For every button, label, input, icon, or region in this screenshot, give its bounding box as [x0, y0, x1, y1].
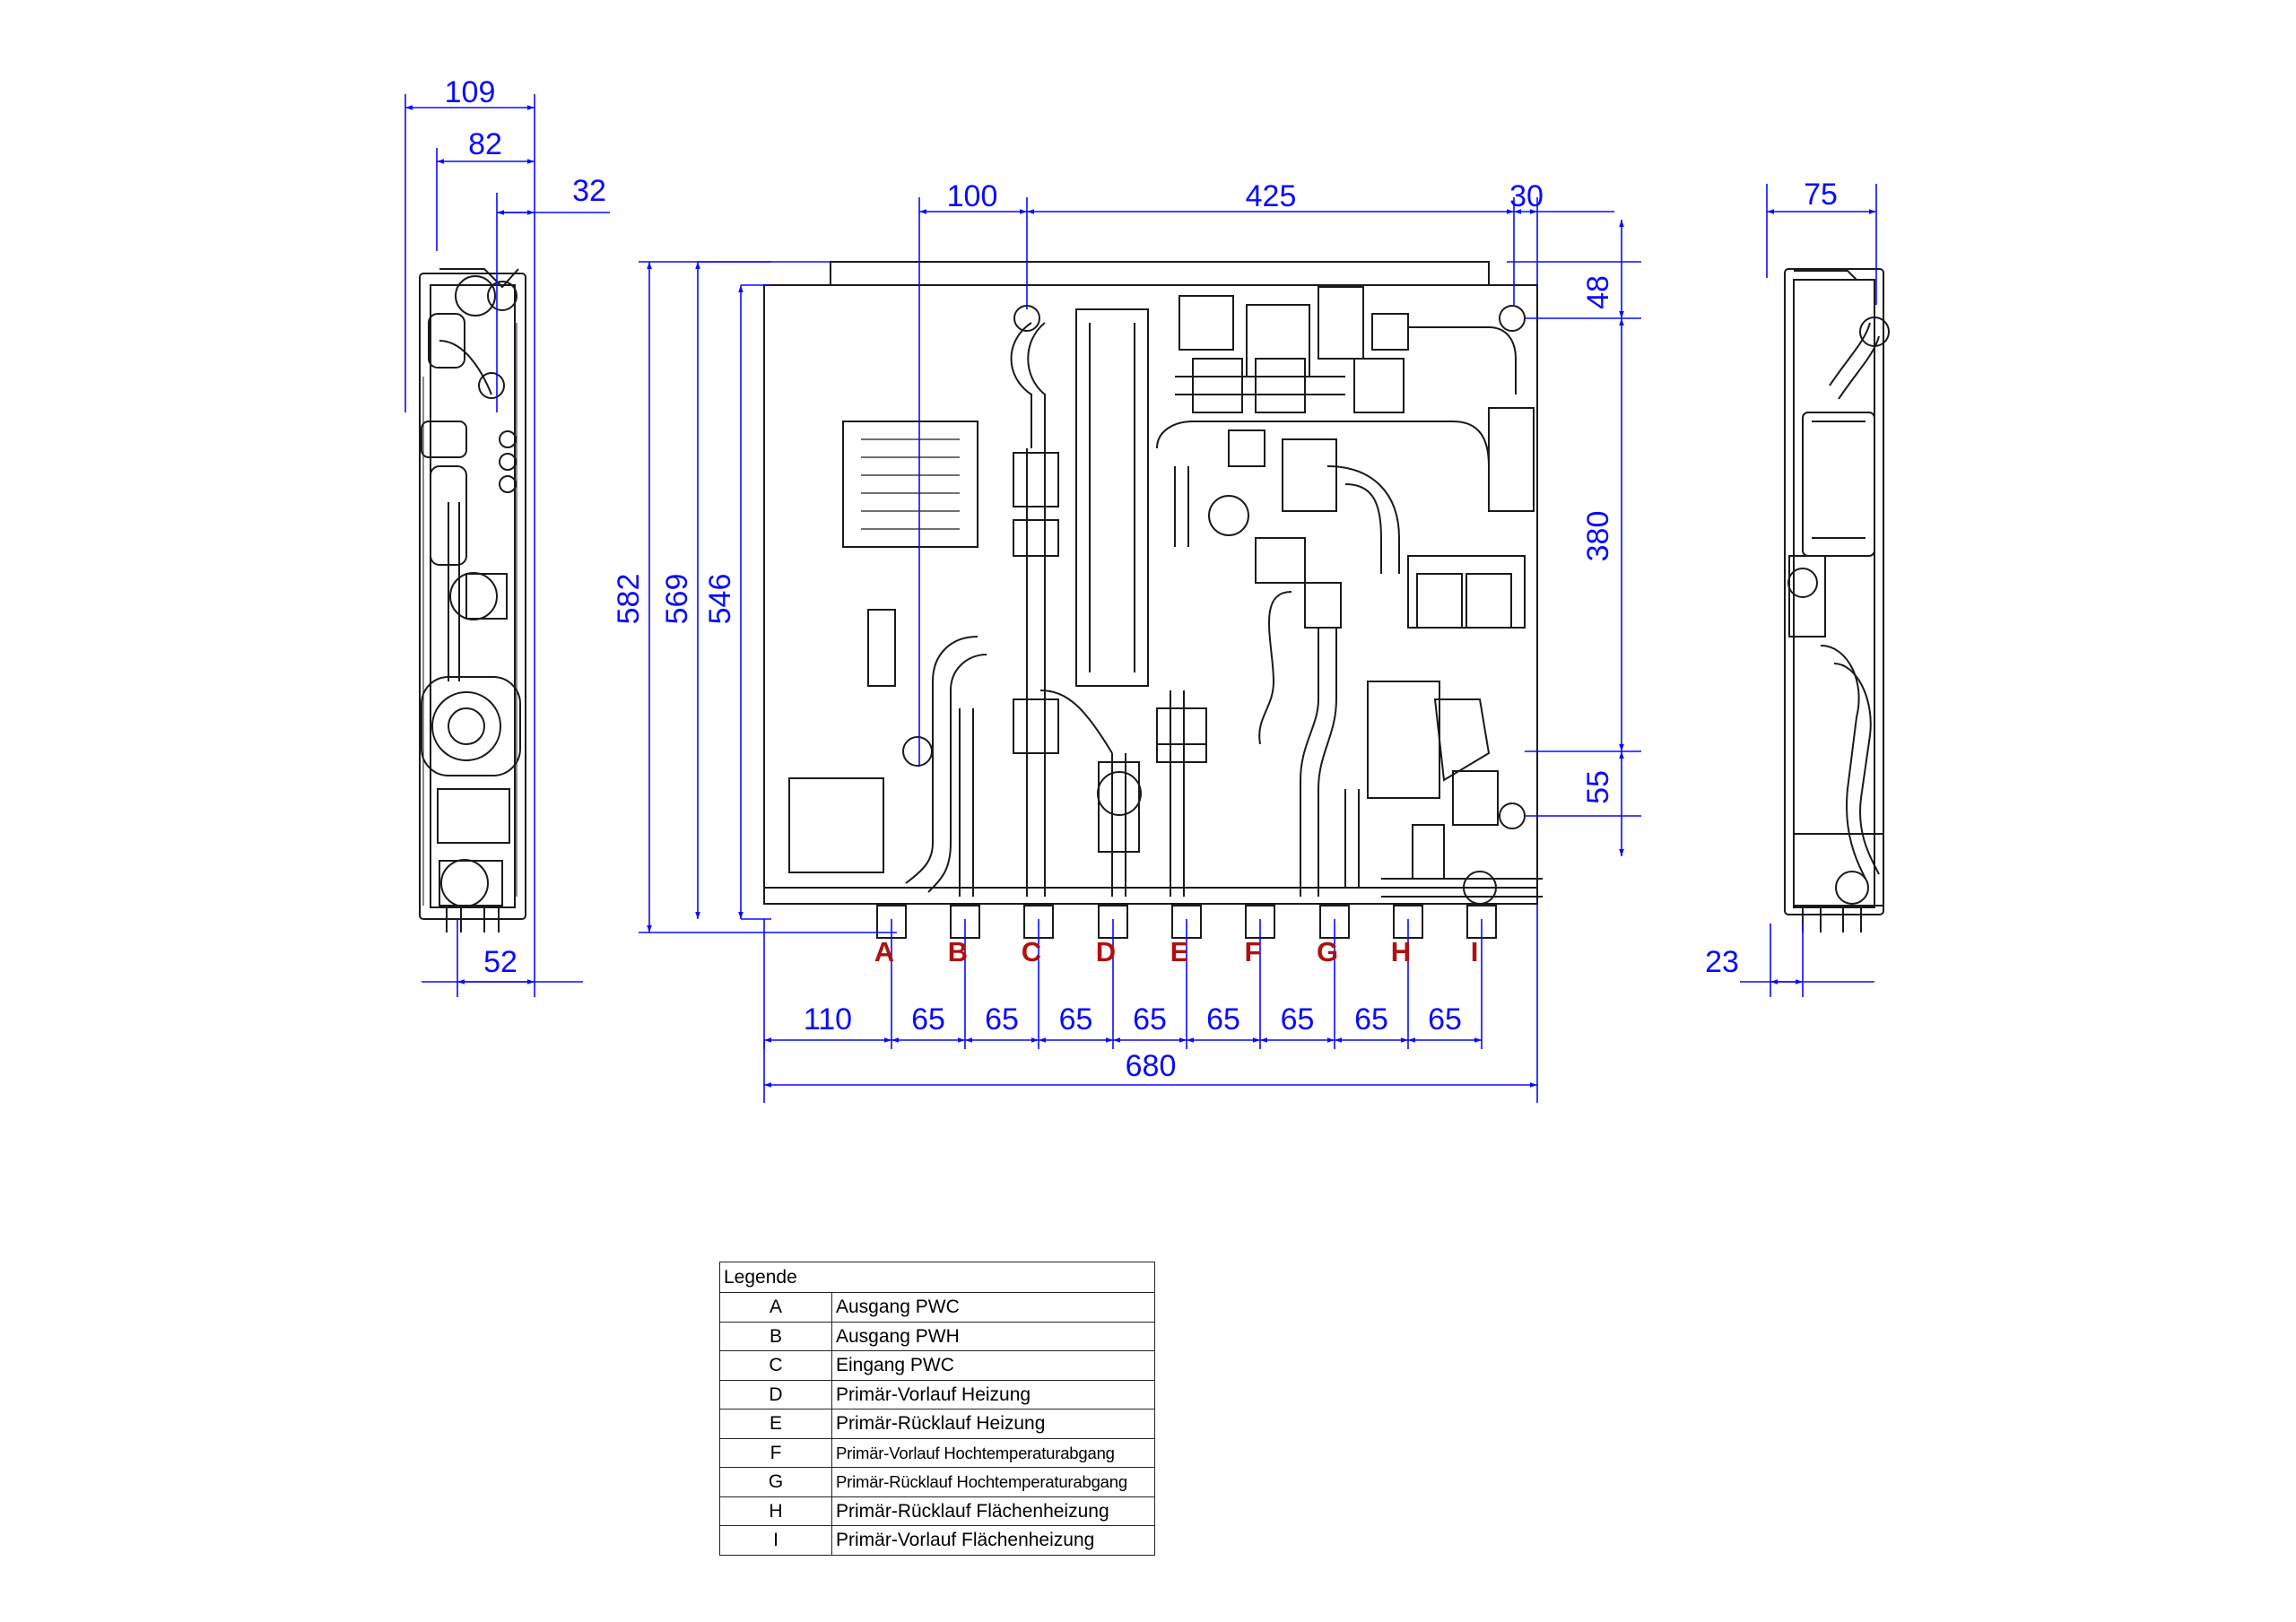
connection-label: D	[1096, 936, 1116, 967]
dimension-value: 30	[1509, 179, 1544, 213]
connection-label: I	[1471, 936, 1479, 967]
front-view	[763, 261, 1543, 939]
legend-label: Primär-Vorlauf Heizung	[831, 1379, 1155, 1409]
dimension-value: 65	[985, 1002, 1019, 1037]
connection-label: E	[1170, 936, 1189, 967]
legend-label: Eingang PWC	[831, 1350, 1155, 1381]
connection-label: F	[1245, 936, 1262, 967]
legend-label: Primär-Vorlauf Flächenheizung	[831, 1525, 1155, 1556]
legend-label: Primär-Rücklauf Flächenheizung	[831, 1496, 1155, 1526]
dimension-value: 680	[1126, 1049, 1177, 1083]
legend-label: Ausgang PWC	[831, 1292, 1155, 1323]
dimension-layer: 109 82 32 52 100 425 30 48 380 55 582 569 546 110 65 65…	[404, 75, 1877, 1103]
left-side-view	[419, 268, 526, 932]
legend-label: Primär-Rücklauf Heizung	[831, 1409, 1155, 1439]
legend-key: I	[719, 1525, 832, 1556]
legend-label: Ausgang PWH	[831, 1321, 1155, 1351]
dimension-value: 55	[1581, 770, 1615, 804]
dimension-value: 109	[445, 75, 496, 109]
dimension-value: 65	[911, 1002, 945, 1037]
mounting-hole-top-right	[1499, 305, 1526, 332]
right-side-view	[1784, 268, 1890, 932]
legend-row: B Ausgang PWH	[719, 1321, 1155, 1351]
dimension-value: 380	[1581, 511, 1615, 562]
connection-label: G	[1317, 936, 1338, 967]
mounting-plate	[763, 284, 1538, 905]
legend-key: B	[719, 1321, 832, 1351]
label-plate	[788, 777, 884, 873]
mounting-hole-bottom-left	[902, 736, 933, 767]
dimension-value: 52	[483, 945, 517, 979]
dimension-value: 65	[1281, 1002, 1315, 1037]
dimension-value: 65	[1133, 1002, 1167, 1037]
legend-title-row: Legende	[719, 1262, 1155, 1293]
connection-label: B	[948, 936, 968, 967]
legend-key: D	[719, 1379, 832, 1409]
legend-key: H	[719, 1496, 832, 1526]
dimension-value: 569	[660, 574, 694, 625]
legend-key: C	[719, 1350, 832, 1381]
connection-labels: A B C D E F G H I	[874, 936, 1479, 967]
dimension-value: 582	[612, 574, 646, 625]
dimension-value: 425	[1246, 179, 1297, 213]
legend-row: H Primär-Rücklauf Flächenheizung	[719, 1496, 1155, 1526]
legend-key: A	[719, 1292, 832, 1323]
connection-label: C	[1022, 936, 1041, 967]
dimension-value: 65	[1059, 1002, 1093, 1037]
connection-label: H	[1391, 936, 1411, 967]
dimension-value: 32	[572, 174, 606, 208]
dimension-value: 110	[804, 1002, 852, 1037]
legend-key: G	[719, 1467, 832, 1497]
connection-label: A	[874, 936, 894, 967]
mounting-hole-bottom-right	[1499, 802, 1526, 829]
legend-row: E Primär-Rücklauf Heizung	[719, 1409, 1155, 1439]
circulator	[1097, 771, 1142, 816]
legend-row: G Primär-Rücklauf Hochtemperaturabgang	[719, 1467, 1155, 1497]
pump	[1367, 681, 1440, 799]
dimension-value: 82	[468, 127, 502, 161]
dimension-value: 48	[1581, 275, 1615, 309]
legend-title: Legende	[719, 1262, 1155, 1293]
legend-row: C Eingang PWC	[719, 1350, 1155, 1381]
dimension-value: 65	[1206, 1002, 1240, 1037]
legend-row: I Primär-Vorlauf Flächenheizung	[719, 1525, 1155, 1556]
legend-key: E	[719, 1409, 832, 1439]
legend-row: F Primär-Vorlauf Hochtemperaturabgang	[719, 1437, 1155, 1468]
plate-heat-exchanger	[1075, 308, 1149, 687]
legend-label: Primär-Vorlauf Hochtemperaturabgang	[831, 1437, 1155, 1468]
dimension-value: 23	[1705, 945, 1739, 979]
dimension-value: 65	[1428, 1002, 1462, 1037]
dimension-value: 100	[947, 179, 998, 213]
legend-label: Primär-Rücklauf Hochtemperaturabgang	[831, 1467, 1155, 1497]
legend-row: D Primär-Vorlauf Heizung	[719, 1379, 1155, 1409]
dimension-value: 65	[1354, 1002, 1388, 1037]
legend-key: F	[719, 1437, 832, 1468]
legend-row: A Ausgang PWC	[719, 1292, 1155, 1323]
legend-table: Legende A Ausgang PWC B Ausgang PWH C Ei…	[719, 1262, 1155, 1556]
dimension-value: 546	[703, 574, 737, 625]
dimension-value: 75	[1804, 178, 1838, 212]
controller-box	[842, 421, 978, 548]
